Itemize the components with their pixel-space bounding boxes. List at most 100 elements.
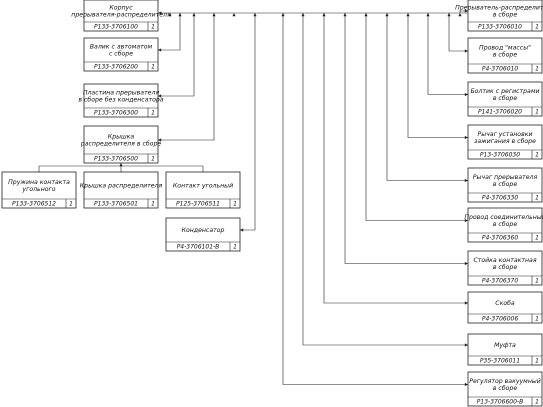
part-code-label: Р133-3706200	[94, 64, 138, 71]
part-qty-label: 1	[233, 201, 237, 208]
part-box-root: Корпуспрерывателя-распределителяР133-370…	[71, 0, 171, 32]
part-name-label: Крышка	[108, 134, 135, 141]
part-name-label: в сборе	[493, 94, 518, 102]
part-code-label: Р4-3706360	[482, 235, 519, 242]
part-code-label: Р141-3706020	[478, 109, 522, 116]
part-code-label: Р125-3706511	[176, 201, 220, 208]
part-name-label: Контакт угольный	[173, 183, 233, 190]
part-name-label: Провод "массы"	[479, 45, 531, 52]
arrow-head-icon	[464, 218, 468, 223]
part-code-label: Р133-3706300	[94, 110, 138, 117]
connector-line	[158, 13, 181, 51]
connector-line	[365, 13, 468, 221]
connector-line	[344, 13, 468, 264]
part-name-label: прерывателя-распределителя	[71, 12, 171, 19]
arrow-head-icon	[168, 13, 172, 17]
part-code-label: Р4-3706006	[482, 316, 519, 323]
part-qty-label: 1	[535, 316, 539, 323]
part-name-label: в сборе	[493, 180, 518, 188]
part-qty-label: 1	[151, 64, 155, 71]
part-name-label: Болтик с регистрами	[470, 88, 539, 95]
part-name-label: в сборе	[493, 384, 518, 392]
part-name-label: Рычаг прерывателя	[473, 174, 538, 181]
part-qty-label: 1	[535, 399, 539, 406]
part-name-label: Провод соединительный	[464, 214, 543, 221]
connector-line	[158, 13, 215, 141]
part-name-label: угольного	[21, 186, 55, 193]
part-name-label: Крышка распределителя	[80, 183, 163, 190]
connector-line	[448, 13, 468, 52]
arrow-head-icon	[464, 92, 468, 97]
part-qty-label: 1	[535, 235, 539, 242]
connector-line	[158, 13, 195, 97]
arrow-head-icon	[158, 94, 162, 98]
arrow-head-icon	[158, 138, 162, 142]
part-code-label: Р4-3706010	[482, 66, 519, 73]
part-name-label: в сборе	[493, 263, 518, 271]
part-code-label: Р13-3706600-В	[477, 399, 523, 406]
connector-line	[323, 13, 468, 304]
arrow-head-icon	[119, 163, 123, 167]
part-code-label: Р4-3706330	[482, 195, 519, 202]
part-qty-label: 1	[151, 201, 155, 208]
part-name-label: Пластина прерывателя	[83, 90, 160, 97]
part-code-label: Р35-3706011	[480, 358, 520, 365]
part-qty-label: 1	[535, 66, 539, 73]
part-name-label: Корпус	[109, 5, 133, 12]
part-name-label: Конденсатор	[182, 227, 225, 234]
part-name-label: в сборе	[493, 11, 518, 19]
part-qty-label: 1	[535, 358, 539, 365]
part-code-label: Р133-3706010	[478, 24, 522, 31]
part-code-label: Р13-3706030	[480, 152, 520, 159]
part-name-label: в сборе	[493, 51, 518, 59]
part-qty-label: 1	[69, 201, 73, 208]
arrow-head-icon	[464, 9, 468, 13]
connector-line	[386, 13, 468, 181]
part-code-label: Р133-3706100	[94, 24, 138, 31]
part-name-label: с сборе	[109, 50, 133, 58]
arrow-head-icon	[158, 11, 162, 15]
part-code-label: Р4-3706370	[482, 278, 519, 285]
part-name-label: Рычаг установки	[478, 131, 533, 138]
connector-line	[282, 13, 468, 385]
part-qty-label: 1	[535, 195, 539, 202]
arrow-head-icon	[158, 48, 162, 52]
part-code-label: Р4-3706101-В	[177, 244, 220, 251]
part-name-label: Валик с автоматом	[90, 44, 153, 51]
part-qty-label: 1	[151, 156, 155, 163]
part-code-label: Р133-3706501	[94, 201, 138, 208]
arrow-head-icon	[458, 13, 462, 17]
part-name-label: Прерыватель-распределитель	[455, 5, 543, 12]
part-name-label: Пружина контакта	[8, 179, 70, 186]
part-name-label: Муфта	[494, 342, 516, 349]
connector-line	[427, 13, 468, 95]
part-name-label: в сборе без конденсатора	[78, 96, 163, 104]
part-name-label: Стойка контактная	[473, 257, 536, 264]
arrow-head-icon	[464, 49, 468, 53]
part-qty-label: 1	[151, 24, 155, 31]
part-name-label: Скоба	[495, 299, 515, 307]
arrow-head-icon	[464, 382, 468, 387]
part-name-label: зажигания в сборе	[474, 137, 536, 145]
connector-line	[240, 13, 256, 231]
part-qty-label: 1	[151, 110, 155, 117]
part-name-label: Регулятор вакуумный	[469, 378, 541, 385]
arrow-head-icon	[464, 301, 468, 305]
arrow-head-icon	[464, 178, 468, 183]
part-name-label: распределителя в сборе	[80, 140, 162, 148]
